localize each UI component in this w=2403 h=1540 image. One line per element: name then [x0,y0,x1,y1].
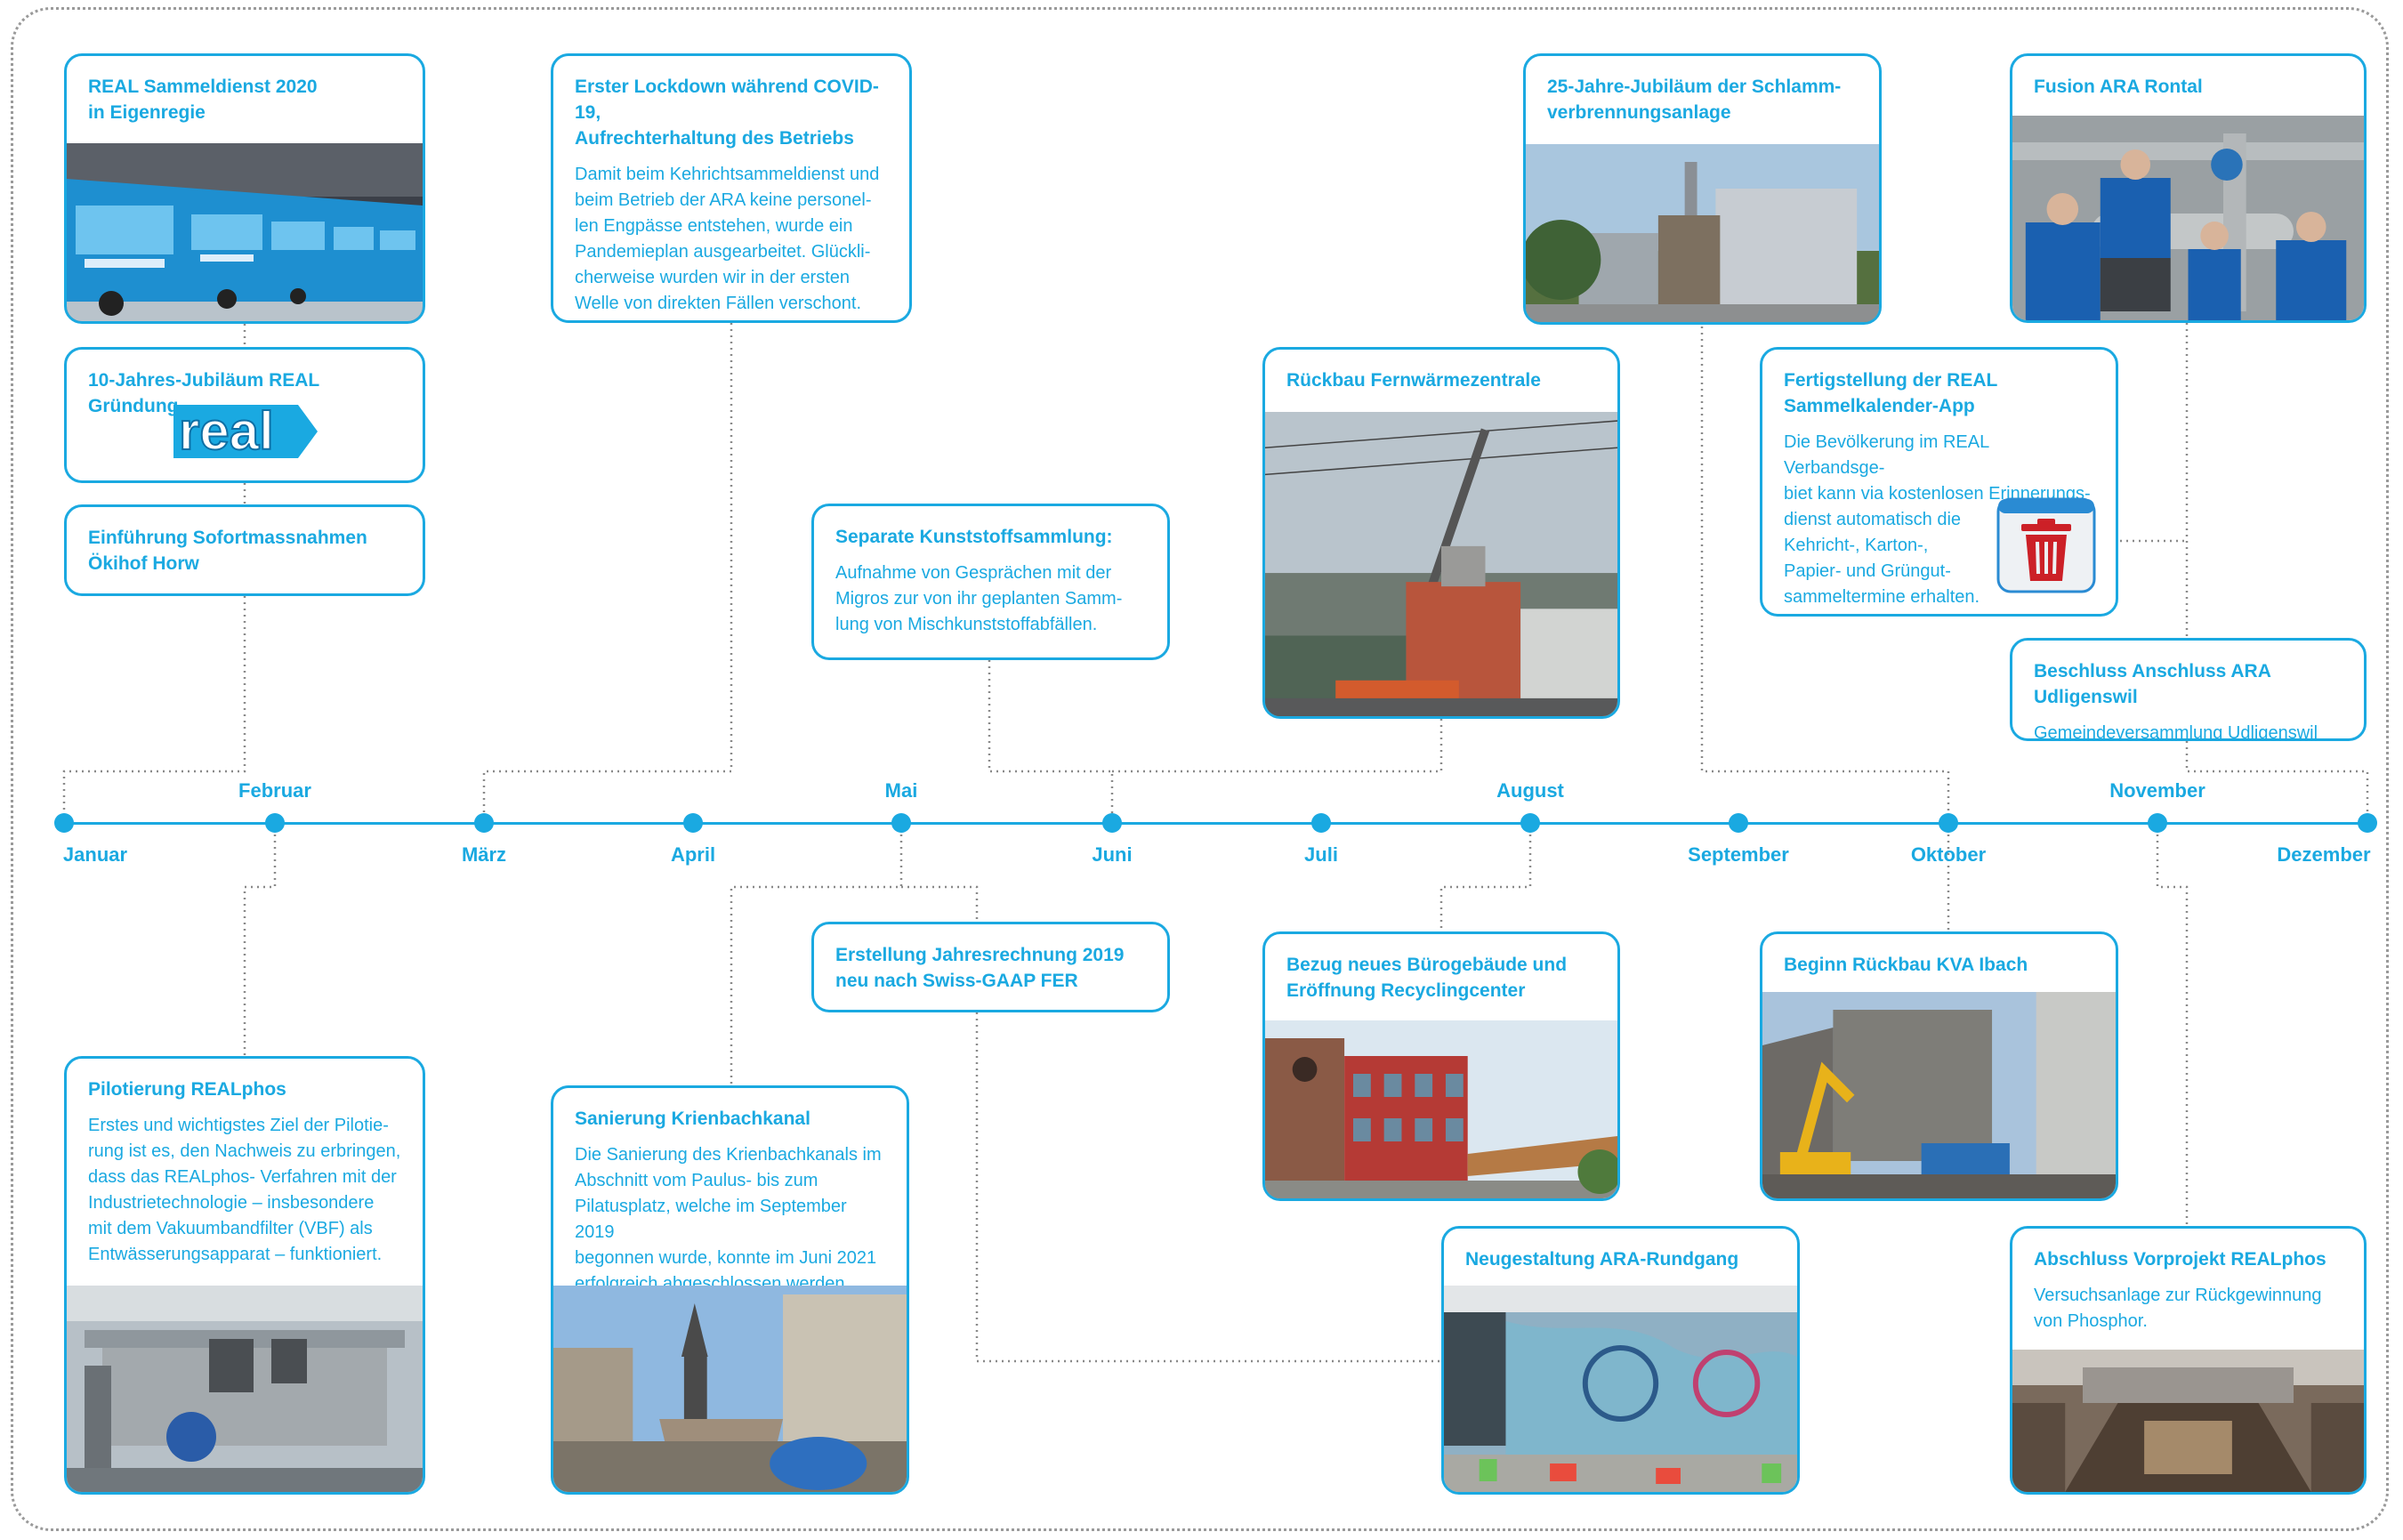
card-body: Damit beim Kehrichtsammeldienst und beim… [575,165,880,313]
month-label-mai: Mai [884,779,918,802]
card-body: Gemeindeversammlung Udligenswil [2034,723,2318,741]
card-buero: Bezug neues Bürogebäude und Eröffnung Re… [1262,931,1620,1201]
card-ibach: Beginn Rückbau KVA Ibach [1760,931,2118,1201]
card-oekihof: Einführung Sofortmassnahmen Ökihof Horw [64,504,425,596]
photo-office-building [1265,1020,1617,1198]
month-dot-maerz [474,813,494,833]
card-real-sammeldienst: REAL Sammeldienst 2020 in Eigenregie [64,53,425,324]
trash-bin-icon [1996,497,2096,598]
card-title: Abschluss Vorprojekt REALphos [2034,1249,2326,1270]
card-title: Neugestaltung ARA-Rundgang [1465,1249,1739,1270]
card-rontal: Fusion ARA Rontal [2010,53,2367,323]
month-label-juli: Juli [1304,843,1338,866]
photo-kva-demolition [1762,992,2116,1198]
card-title: 25-Jahre-Jubiläum der Schlamm- verbrennu… [1547,77,1842,123]
card-body: Erstes und wichtigstes Ziel der Pilotie-… [88,1116,401,1264]
card-jahresrechnung: Erstellung Jahresrechnung 2019 neu nach … [811,922,1170,1012]
card-schlamm: 25-Jahre-Jubiläum der Schlamm- verbrennu… [1523,53,1882,325]
card-krienbach: Sanierung Krienbachkanal Die Sanierung d… [551,1085,909,1495]
month-dot-september [1729,813,1748,833]
month-label-april: April [670,843,716,866]
card-title: 10-Jahres-Jubiläum REAL Gründung [88,370,319,416]
month-dot-januar [54,813,74,833]
card-realphos: Pilotierung REALphos Erstes und wichtigs… [64,1056,425,1495]
card-title: Einführung Sofortmassnahmen Ökihof Horw [88,528,367,574]
month-label-september: September [1688,843,1789,866]
card-title: Erster Lockdown während COVID-19, Aufrec… [575,77,879,149]
photo-vacuum-belt-filter [67,1286,423,1492]
card-fernwaerme: Rückbau Fernwärmezentrale [1262,347,1620,719]
real-logo: real [165,399,325,468]
photo-crane-demolition [1265,412,1617,716]
card-vorprojekt: Abschluss Vorprojekt REALphos Versuchsan… [2010,1226,2367,1495]
card-title: Rückbau Fernwärmezentrale [1286,370,1541,391]
month-label-maerz: März [461,843,507,866]
card-title: Beginn Rückbau KVA Ibach [1784,955,2028,975]
card-title: Fertigstellung der REAL Sammelkalender-A… [1784,370,1998,416]
card-title: Sanierung Krienbachkanal [575,1109,810,1129]
month-label-november: November [2109,779,2205,802]
card-title: Pilotierung REALphos [88,1079,286,1100]
month-label-oktober: Oktober [1910,843,1987,866]
card-title: Bezug neues Bürogebäude und Eröffnung Re… [1286,955,1568,1001]
card-title: REAL Sammeldienst 2020 in Eigenregie [88,77,318,123]
month-dot-juni [1102,813,1122,833]
card-kunststoff: Separate Kunststoffsammlung: Aufnahme vo… [811,504,1170,660]
card-app: Fertigstellung der REAL Sammelkalender-A… [1760,347,2118,617]
month-label-august: August [1496,779,1564,802]
month-dot-februar [265,813,285,833]
month-dot-august [1520,813,1540,833]
month-dot-april [683,813,703,833]
month-label-januar: Januar [62,843,128,866]
month-label-juni: Juni [1092,843,1133,866]
photo-krienbach-street [553,1286,907,1492]
card-body: Die Sanierung des Krienbachkanals im Abs… [575,1145,882,1294]
card-title: Beschluss Anschluss ARA Udligenswil [2034,661,2271,707]
timeline-axis [64,822,2367,825]
card-title: Erstellung Jahresrechnung 2019 neu nach … [835,945,1125,991]
month-label-dezember: Dezember [2277,843,2371,866]
card-rundgang: Neugestaltung ARA-Rundgang [1441,1226,1800,1495]
photo-garbage-trucks [67,143,423,321]
card-body: Aufnahme von Gesprächen mit der Migros z… [835,563,1123,634]
page-frame [11,7,2389,1531]
real-logo-text: real [179,401,274,461]
month-label-februar: Februar [238,779,311,802]
photo-ara-rundgang-mural [1444,1286,1797,1492]
card-body: Versuchsanlage zur Rückgewinnung von Pho… [2034,1286,2322,1331]
month-dot-dezember [2358,813,2377,833]
month-dot-november [2148,813,2167,833]
photo-team-rontal [2012,116,2364,320]
card-udligenswil: Beschluss Anschluss ARA Udligenswil Geme… [2010,638,2367,741]
photo-versuchsanlage [2012,1350,2364,1492]
month-dot-mai [891,813,911,833]
month-dot-juli [1311,813,1331,833]
card-jubilaeum-real: 10-Jahres-Jubiläum REAL Gründung real [64,347,425,483]
month-dot-oktober [1939,813,1958,833]
card-title: Separate Kunststoffsammlung: [835,527,1113,547]
card-lockdown: Erster Lockdown während COVID-19, Aufrec… [551,53,912,323]
photo-incineration-plant [1526,144,1879,322]
card-title: Fusion ARA Rontal [2034,77,2203,97]
